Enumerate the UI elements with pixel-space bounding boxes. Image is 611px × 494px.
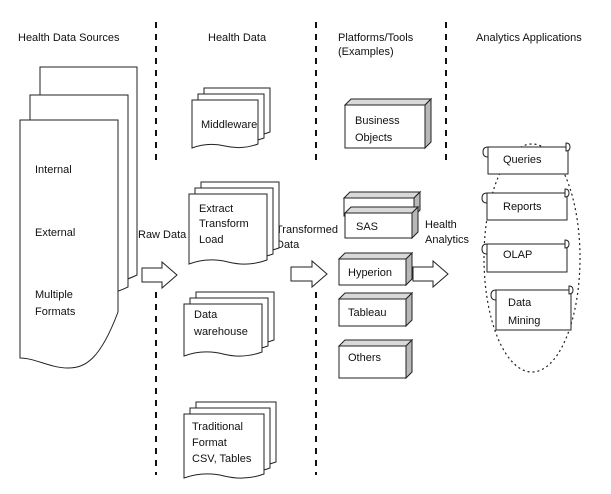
transformed-data-arrow <box>290 259 328 289</box>
raw-data-arrow <box>141 260 178 290</box>
platform-objects: Objects <box>355 132 393 144</box>
platform-business: Business <box>355 115 400 127</box>
etl-extract: Extract <box>199 203 233 215</box>
warehouse-warehouse: warehouse <box>193 326 248 338</box>
header-platforms-examples: (Examples) <box>338 46 394 58</box>
application-data-mining-scroll <box>490 285 574 331</box>
source-internal: Internal <box>35 164 72 176</box>
traditional-traditional: Traditional <box>192 421 243 433</box>
flow-label-data: Data <box>276 239 300 251</box>
health-data-sources-documents <box>19 66 138 369</box>
application-mining: Mining <box>508 315 540 327</box>
flow-label-health: Health <box>425 219 457 231</box>
traditional-csv-tables: CSV, Tables <box>192 453 252 465</box>
middleware-label: Middleware <box>201 119 257 131</box>
application-queries: Queries <box>503 154 542 166</box>
flow-label-raw-data: Raw Data <box>138 229 187 241</box>
header-health-data-sources: Health Data Sources <box>18 32 120 44</box>
header-analytics-applications: Analytics Applications <box>476 32 582 44</box>
source-formats: Formats <box>35 306 76 318</box>
platform-hyperion-box <box>337 251 414 287</box>
warehouse-data: Data <box>194 309 218 321</box>
application-reports-scroll <box>481 188 570 221</box>
analytics-applications-ellipse <box>483 143 581 373</box>
data-warehouse-document <box>183 291 275 357</box>
source-external: External <box>35 227 75 239</box>
platform-sas: SAS <box>356 221 378 233</box>
middleware-document <box>191 87 271 149</box>
application-reports: Reports <box>503 201 542 213</box>
application-queries-scroll <box>482 142 571 175</box>
platform-business-objects-box <box>343 97 433 150</box>
application-olap: OLAP <box>503 249 532 261</box>
platform-others: Others <box>348 352 382 364</box>
header-health-data: Health Data <box>208 32 267 44</box>
health-analytics-arrow <box>412 259 449 289</box>
traditional-format-document <box>183 401 277 479</box>
platform-sas-box <box>343 205 420 240</box>
platform-tableau: Tableau <box>348 307 387 319</box>
flow-label-transformed: Transformed <box>276 224 338 236</box>
header-platforms-tools: Platforms/Tools <box>338 32 414 44</box>
platform-hyperion: Hyperion <box>348 267 392 279</box>
platform-tableau-box <box>337 291 414 328</box>
platform-others-box <box>337 338 414 380</box>
traditional-format: Format <box>192 437 227 449</box>
source-multiple: Multiple <box>35 289 73 301</box>
etl-load: Load <box>199 234 223 246</box>
application-olap-scroll <box>481 239 570 273</box>
application-data: Data <box>508 297 532 309</box>
etl-document <box>188 181 280 265</box>
flow-label-analytics: Analytics <box>425 234 470 246</box>
etl-transform: Transform <box>199 218 249 230</box>
